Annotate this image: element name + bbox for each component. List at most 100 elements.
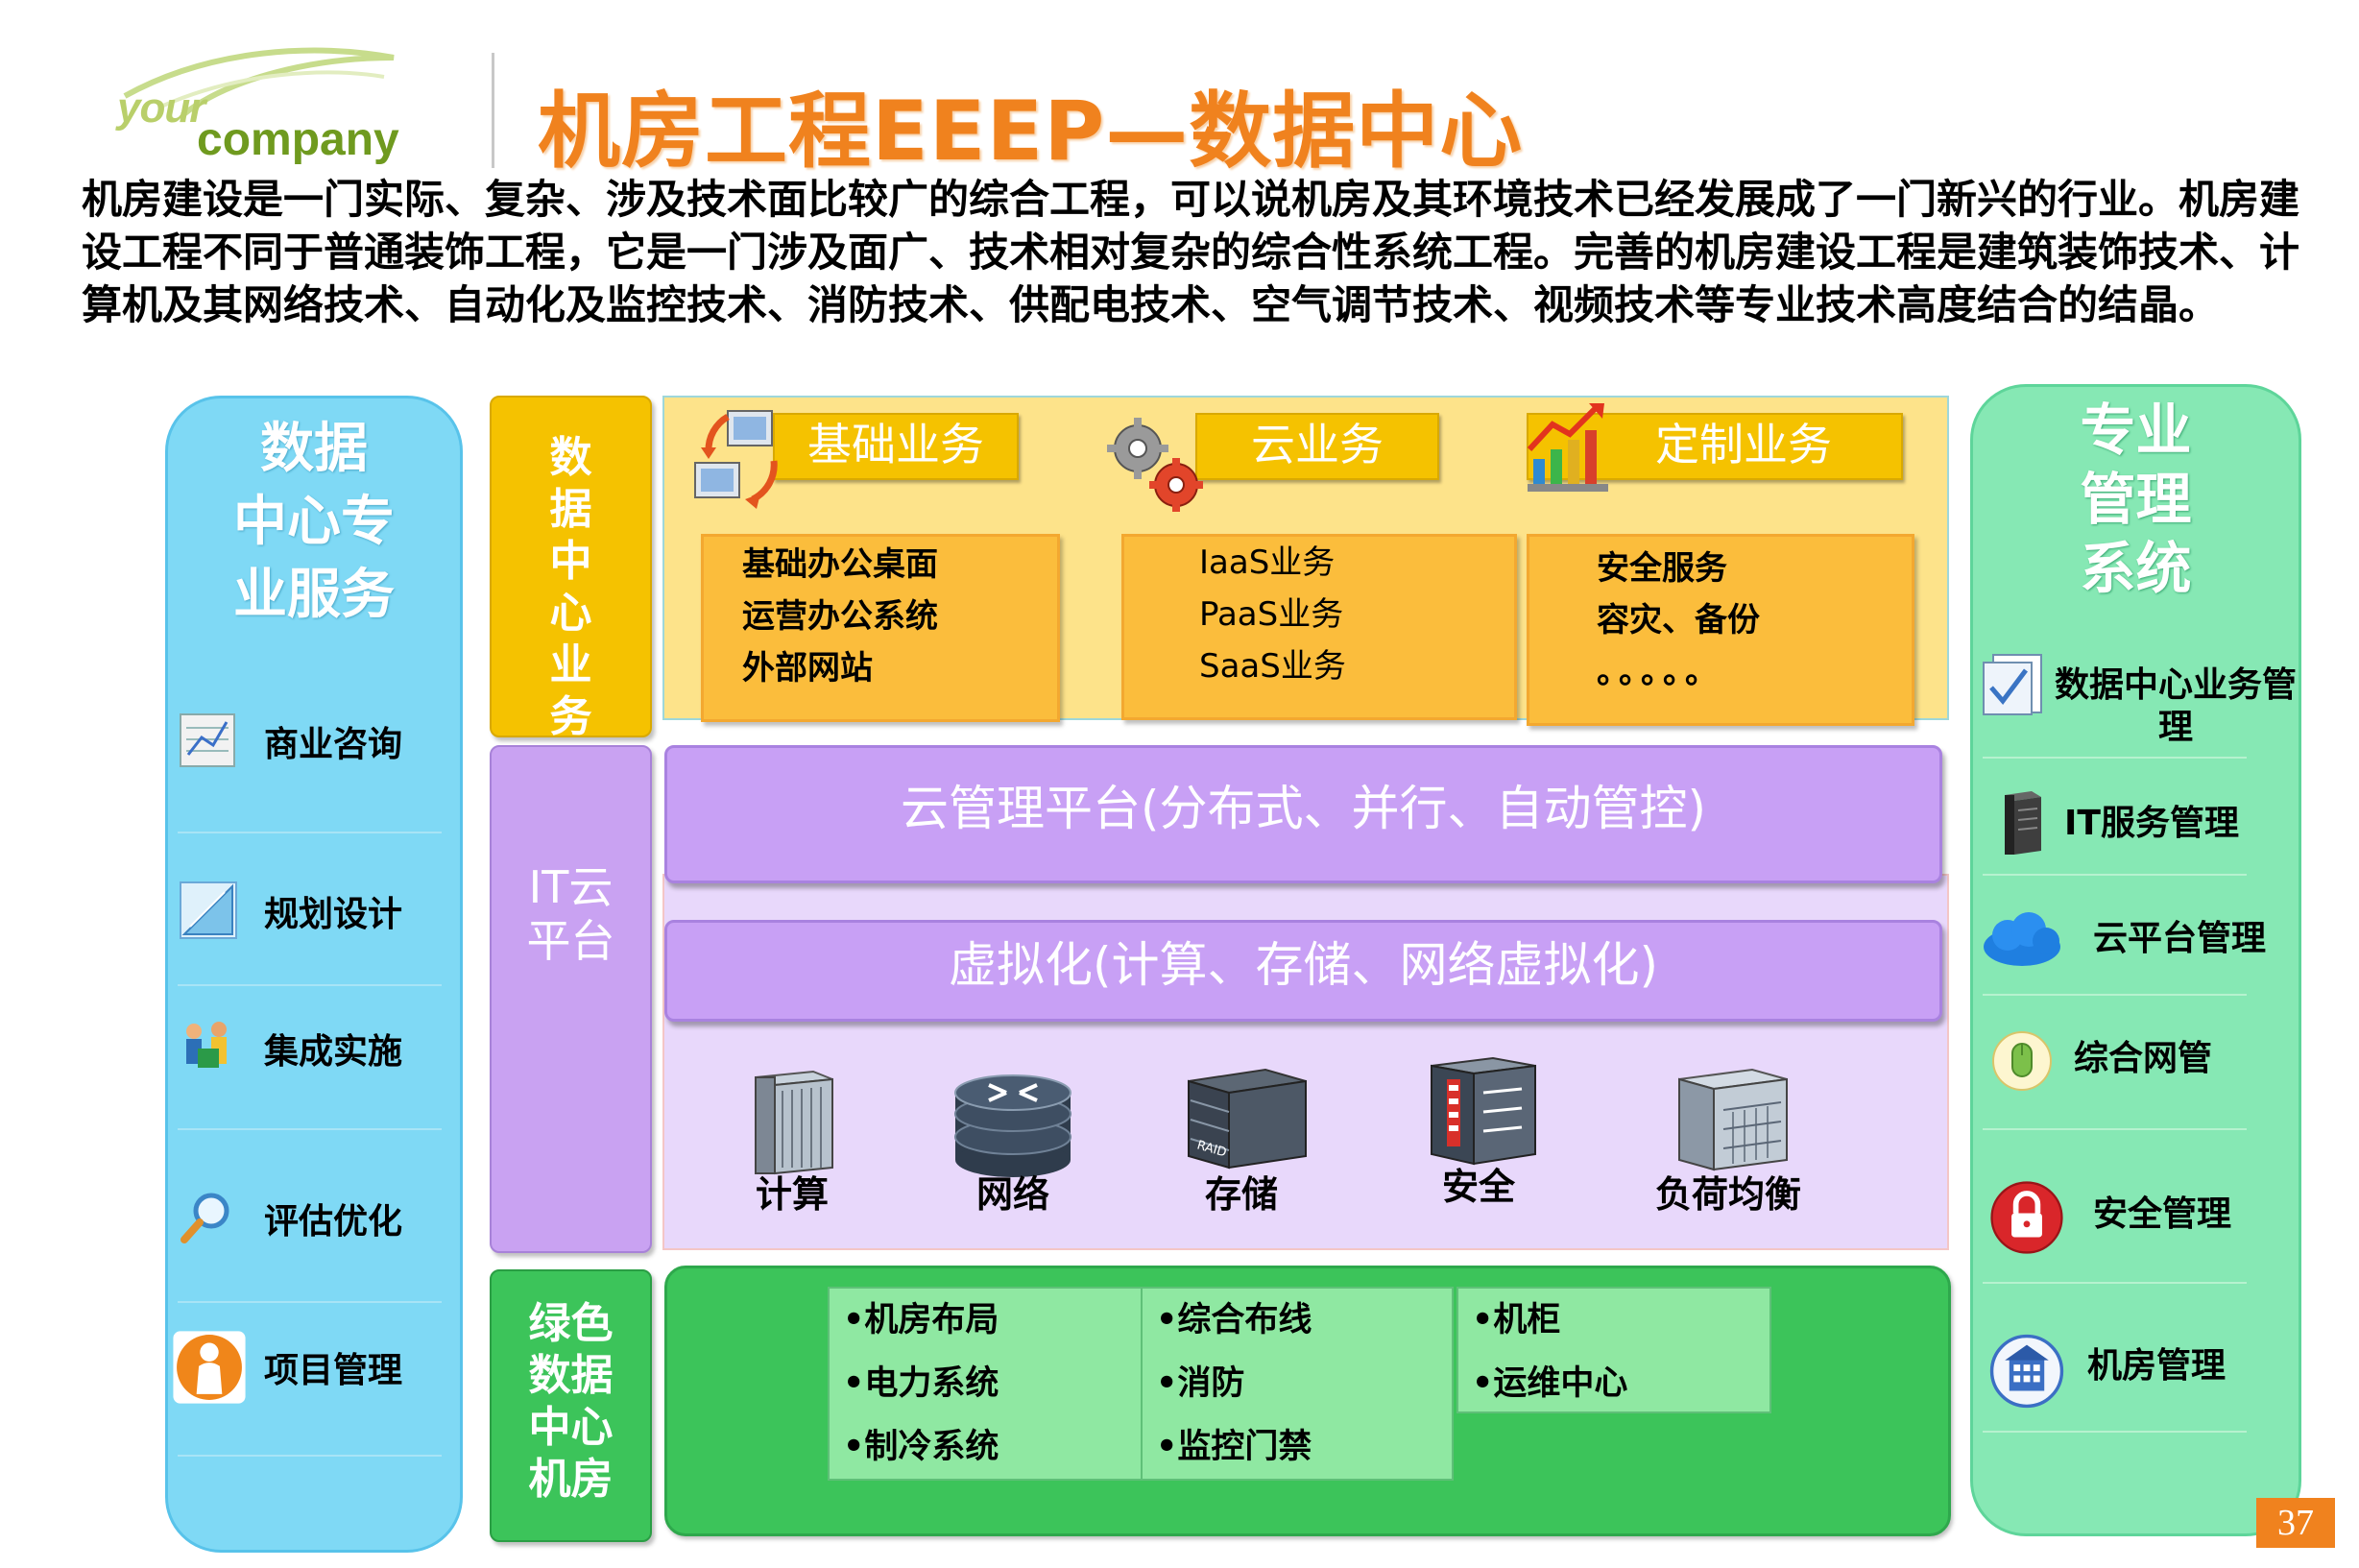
computers-sync-icon [694, 410, 778, 509]
biz-item: 安全服务 [1597, 549, 1727, 588]
document-chart-icon [180, 713, 235, 767]
right-separator [1983, 1431, 2247, 1433]
left-title-line: 数据 [260, 418, 368, 480]
green-item: •机房布局 [843, 1301, 999, 1339]
business-label-char: 业 [549, 640, 592, 689]
raid-storage-icon: RAID [1188, 1068, 1307, 1170]
right-item-label: 安全管理 [2093, 1194, 2232, 1234]
right-item-cloud-platform: 云平台管理 [1980, 893, 2297, 989]
left-item-project-mgmt: 项目管理 [173, 1325, 451, 1411]
green-box-3: •机柜 •运维中心 [1456, 1287, 1771, 1413]
left-item-label: 商业咨询 [264, 725, 403, 764]
business-label-char: 据 [549, 485, 592, 534]
biz-box-basic: 基础办公桌面 运营办公系统 外部网站 [701, 534, 1060, 722]
green-item: •综合布线 [1156, 1301, 1312, 1339]
right-item-label: 云平台管理 [2093, 919, 2267, 958]
left-separator [178, 984, 442, 986]
green-item: •监控门禁 [1156, 1428, 1312, 1466]
business-label-char: 中 [549, 537, 592, 586]
business-label-text: 数据中心业务 [492, 398, 650, 743]
right-separator [1983, 994, 2247, 996]
biz-item: PaaS业务 [1199, 595, 1344, 634]
cloud-icon [1984, 912, 2060, 966]
design-ruler-icon [180, 881, 237, 939]
right-separator [1983, 1282, 2247, 1284]
left-item-design: 规划设计 [173, 869, 451, 955]
device-label: 安全 [1441, 1166, 1515, 1208]
page-number: 37 [2256, 1498, 2335, 1548]
business-label: 数据中心业务 [490, 396, 652, 741]
right-panel-title: 专业 管理 系统 [1970, 396, 2301, 603]
left-item-label: 规划设计 [264, 895, 403, 934]
logo-swoosh-icon [123, 47, 395, 118]
company-logo: your company [106, 38, 413, 173]
biz-head-cloud: 云业务 [1195, 413, 1439, 480]
right-item-network-mgmt: 综合网管 [1980, 1013, 2297, 1109]
biz-item: 容灾、备份 [1597, 601, 1760, 639]
left-item-consulting: 商业咨询 [173, 699, 451, 785]
right-item-label: IT服务管理 [2064, 804, 2239, 843]
logo-company-text: company [197, 114, 399, 165]
left-title-line: 业服务 [233, 564, 395, 626]
right-item-label: 理 [2157, 708, 2193, 747]
left-item-evaluation: 评估优化 [173, 1176, 451, 1263]
device-label: 网络 [975, 1173, 1049, 1216]
right-item-security-mgmt: 安全管理 [1980, 1167, 2297, 1263]
people-team-icon [186, 1022, 227, 1068]
building-icon [1989, 1334, 2064, 1409]
green-label-line: 中心 [528, 1403, 614, 1452]
device-load-balancer: 负荷均衡 [1632, 1025, 1824, 1218]
green-item: •机柜 [1472, 1301, 1561, 1339]
left-item-label: 项目管理 [264, 1351, 403, 1390]
green-label-line: 机房 [528, 1455, 614, 1504]
gears-icon [1107, 418, 1203, 512]
green-item: •消防 [1156, 1364, 1245, 1403]
green-label-line: 绿色 [528, 1299, 614, 1348]
device-storage: RAID 存储 [1150, 1025, 1333, 1218]
device-network: 网络 [922, 1025, 1104, 1218]
right-title-line: 管理 [2080, 467, 2192, 532]
logo-your-text: your [117, 84, 205, 132]
virtualization-bar: 虚拟化(计算、存储、网络虚拟化) [664, 920, 1942, 1022]
mouse-icon [1992, 1031, 2052, 1091]
growth-chart-icon [1527, 403, 1608, 492]
biz-box-custom: 安全服务 容灾、备份 。。。。。 [1527, 534, 1914, 726]
right-item-room-mgmt: 机房管理 [1980, 1320, 2297, 1416]
server-tower-icon [2005, 791, 2041, 855]
left-separator [178, 1128, 442, 1130]
it-label-line: IT云 [528, 861, 614, 913]
green-datacenter-label: 绿色 数据 中心 机房 [490, 1269, 652, 1542]
person-icon [173, 1331, 246, 1404]
intro-paragraph: 机房建设是一门实际、复杂、涉及技术面比较广的综合工程，可以说机房及其环境技术已经… [82, 176, 2300, 328]
device-label: 存储 [1204, 1173, 1278, 1216]
business-label-char: 数 [549, 433, 592, 482]
biz-item: SaaS业务 [1199, 647, 1346, 686]
biz-item: 。。。。。 [1597, 653, 1723, 691]
green-item: •运维中心 [1472, 1364, 1628, 1403]
router-icon [954, 1074, 1071, 1177]
biz-item: IaaS业务 [1199, 543, 1336, 582]
left-panel-title: 数据 中心专 业服务 [165, 413, 463, 632]
right-item-it-service: IT服务管理 [1980, 778, 2297, 874]
it-label-line: 平台 [526, 915, 615, 967]
device-label: 负荷均衡 [1654, 1173, 1801, 1216]
header-divider [492, 53, 494, 168]
device-compute: 计算 [701, 1025, 883, 1218]
lock-icon [1990, 1181, 2063, 1254]
right-separator [1983, 874, 2247, 876]
server-icon [755, 1070, 833, 1175]
magnifier-icon [181, 1193, 229, 1243]
right-title-line: 系统 [2080, 536, 2192, 601]
biz-box-cloud: IaaS业务 PaaS业务 SaaS业务 [1121, 534, 1517, 720]
left-separator [178, 1455, 442, 1457]
right-separator [1983, 1128, 2247, 1130]
left-item-label: 评估优化 [264, 1202, 403, 1242]
right-title-line: 专业 [2080, 398, 2192, 463]
left-separator [178, 1301, 442, 1303]
device-label: 计算 [755, 1173, 829, 1216]
left-panel [165, 396, 463, 1553]
green-box-2: •综合布线 •消防 •监控门禁 [1141, 1287, 1454, 1481]
checklist-icon [1983, 654, 2042, 715]
load-balancer-icon [1678, 1068, 1788, 1171]
right-separator [1983, 757, 2247, 759]
